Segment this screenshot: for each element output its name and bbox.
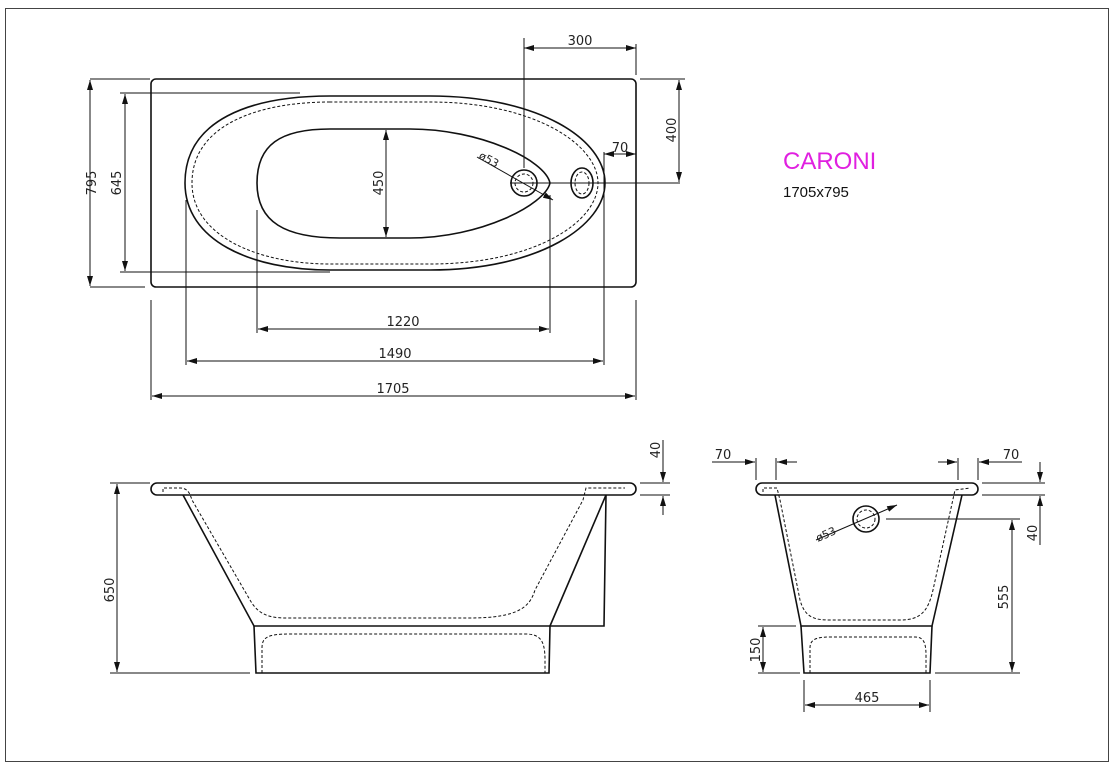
dim-end-overflow-diameter: ø53: [814, 524, 838, 544]
dim-end-base-width: 465: [855, 691, 880, 706]
drawing-frame: [5, 8, 1109, 762]
dim-inner-length: 1490: [378, 347, 411, 362]
dim-bottom-length: 1220: [386, 315, 419, 330]
dim-end-overflow-height: 555: [997, 585, 1012, 610]
dim-end-base-height: 150: [749, 638, 764, 663]
product-name: CARONI: [783, 148, 877, 175]
dim-side-height: 650: [103, 578, 118, 603]
dim-overflow-offset: 400: [665, 118, 680, 143]
dim-end-rim-thickness: 40: [1026, 525, 1041, 542]
top-view: 795 645 450 300 400 70 ø53 1220 1490 170…: [85, 34, 685, 400]
dim-drain-offset: 300: [568, 34, 593, 49]
end-view: 70 70 40 555 150 465 ø53: [712, 448, 1045, 712]
dim-end-rim-left: 70: [715, 448, 732, 463]
dim-rim-edge: 70: [612, 141, 629, 156]
dim-overall-length: 1705: [376, 382, 409, 397]
dim-drain-diameter: ø53: [477, 149, 501, 170]
dim-bottom-width: 450: [372, 171, 387, 196]
side-view: 650 40: [103, 440, 670, 674]
dim-inner-width: 645: [110, 171, 125, 196]
product-size: 1705x795: [783, 184, 849, 201]
dim-side-rim: 40: [649, 442, 664, 459]
dim-end-rim-right: 70: [1003, 448, 1020, 463]
dim-overall-width: 795: [85, 171, 100, 196]
